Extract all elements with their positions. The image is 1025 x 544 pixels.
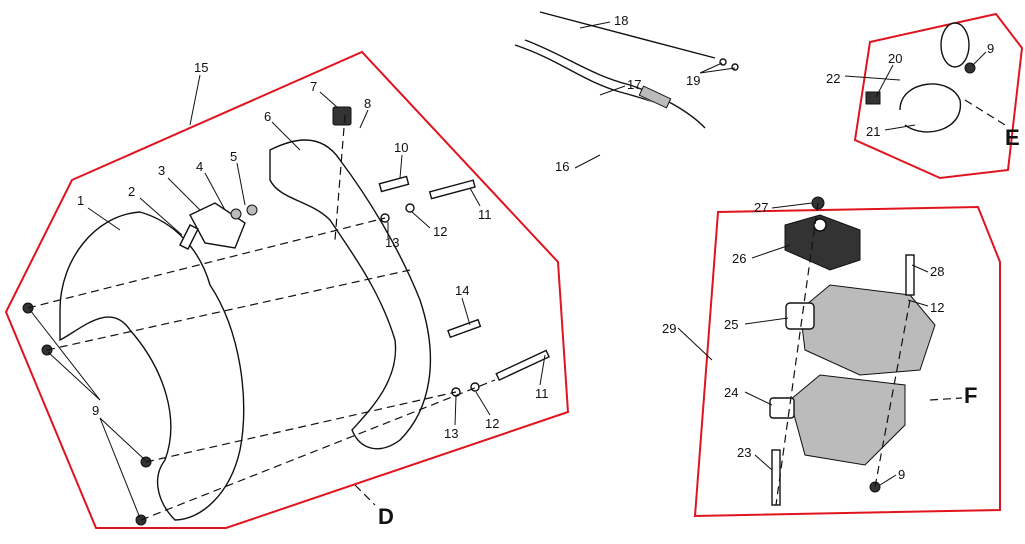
group-frame-22 — [853, 12, 1024, 180]
callout-4: 4 — [196, 159, 203, 174]
callout-26: 26 — [732, 251, 746, 266]
callout-20: 20 — [888, 51, 902, 66]
callout-13: 13 — [385, 235, 399, 250]
connector-D: D — [378, 504, 394, 529]
callout-9: 9 — [987, 41, 994, 56]
callout-25: 25 — [724, 317, 738, 332]
callout-9: 9 — [92, 403, 99, 418]
callout-12: 12 — [485, 416, 499, 431]
group-frame-15 — [4, 50, 570, 529]
callout-15: 15 — [194, 60, 208, 75]
leader-lines — [29, 21, 987, 519]
callout-7: 7 — [310, 79, 317, 94]
callout-8: 8 — [364, 96, 371, 111]
callout-19: 19 — [686, 73, 700, 88]
callout-3: 3 — [158, 163, 165, 178]
callout-2: 2 — [128, 184, 135, 199]
cover-front-part-1 — [22, 106, 550, 526]
callout-1: 1 — [77, 193, 84, 208]
callout-27: 27 — [754, 200, 768, 215]
callout-labels: 15 7 8 6 10 3 4 5 2 1 11 12 13 14 9 11 1… — [77, 13, 994, 482]
callout-17: 17 — [627, 77, 641, 92]
callout-21: 21 — [866, 124, 880, 139]
callout-28: 28 — [930, 264, 944, 279]
callout-14: 14 — [455, 283, 469, 298]
callout-29: 29 — [662, 321, 676, 336]
callout-9: 9 — [898, 467, 905, 482]
callout-13: 13 — [444, 426, 458, 441]
callout-6: 6 — [264, 109, 271, 124]
callout-16: 16 — [555, 159, 569, 174]
callout-11: 11 — [535, 386, 549, 401]
callout-23: 23 — [737, 445, 751, 460]
callout-11: 11 — [478, 207, 492, 222]
callout-5: 5 — [230, 149, 237, 164]
switch-part-7 — [332, 106, 352, 126]
callout-18: 18 — [614, 13, 628, 28]
callout-12: 12 — [433, 224, 447, 239]
connector-F: F — [964, 383, 977, 408]
cables — [514, 11, 739, 205]
callout-12: 12 — [930, 300, 944, 315]
clamp-part-21 — [865, 22, 1006, 133]
handlebar-clamp — [769, 196, 936, 506]
group-frame-29 — [693, 205, 1001, 518]
callout-10: 10 — [394, 140, 408, 155]
connector-E: E — [1005, 125, 1020, 150]
callout-24: 24 — [724, 385, 738, 400]
callout-22: 22 — [826, 71, 840, 86]
